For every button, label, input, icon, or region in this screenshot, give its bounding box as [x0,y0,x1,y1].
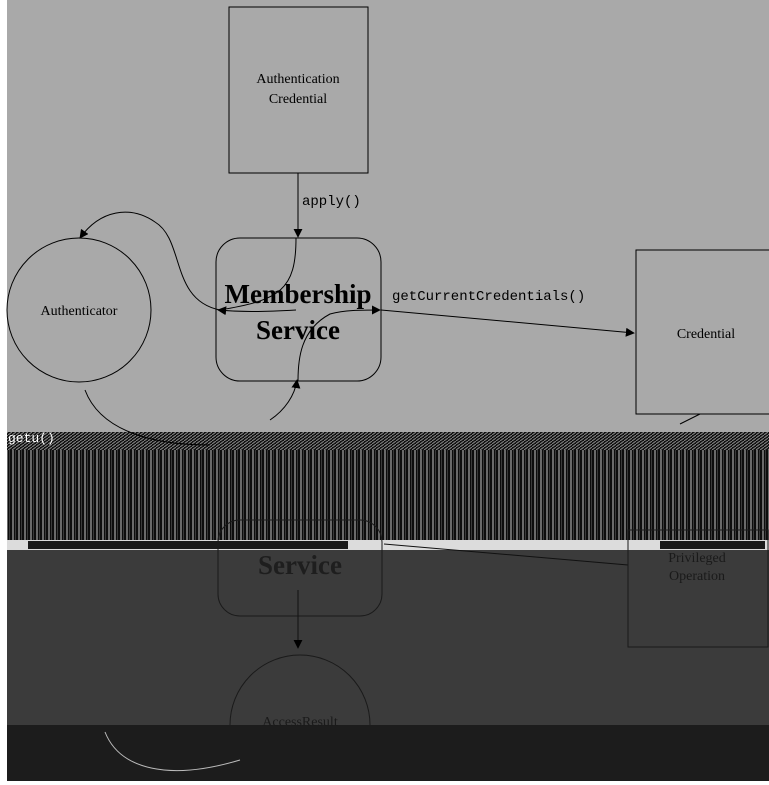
footer-band [7,725,769,781]
privileged-operation-line2: Operation [669,569,725,584]
glitch-separator [7,540,769,550]
glitch-band-top [7,432,769,450]
credential-lower-edge [679,413,701,425]
membership-to-authenticator-edge [217,306,297,316]
membership-service-line2: Service [256,315,340,345]
authenticator-node: Authenticator [6,237,152,383]
access-result-node: AccessResult [104,654,371,771]
auth-credential-line1: Authentication [256,72,339,87]
authentication-credential-node: Authentication Credential [228,6,369,174]
privileged-operation-node: Privileged Operation [627,529,769,648]
authenticator-lower-edge [84,389,211,446]
glitch-bar-left [28,541,348,549]
credential-node: Credential [635,249,769,415]
access-result-label: AccessResult [262,715,338,730]
bottom-background [7,550,769,725]
get-current-credentials-label: getCurrentCredentials() [392,289,585,305]
lower-to-membership-edge [269,379,301,421]
authenticator-return-edge [79,211,297,311]
authenticator-label: Authenticator [41,304,118,319]
apply-label: apply() [302,194,361,210]
apply-edge: apply() [293,173,361,238]
credential-label: Credential [677,327,735,342]
membership-bottom-label: Service [258,550,342,580]
membership-service-bottom-node: Service [217,519,383,617]
truncated-call-label: getu() [8,431,55,446]
glitch-band [7,450,769,540]
to-privileged-operation-edge [383,543,629,566]
privileged-operation-line1: Privileged [668,551,726,566]
glitch-bar-right [660,541,765,549]
auth-credential-line2: Credential [269,92,327,107]
get-current-credentials-edge: getCurrentCredentials() [380,289,635,337]
membership-inner-edge [297,305,381,382]
top-background [7,0,769,432]
